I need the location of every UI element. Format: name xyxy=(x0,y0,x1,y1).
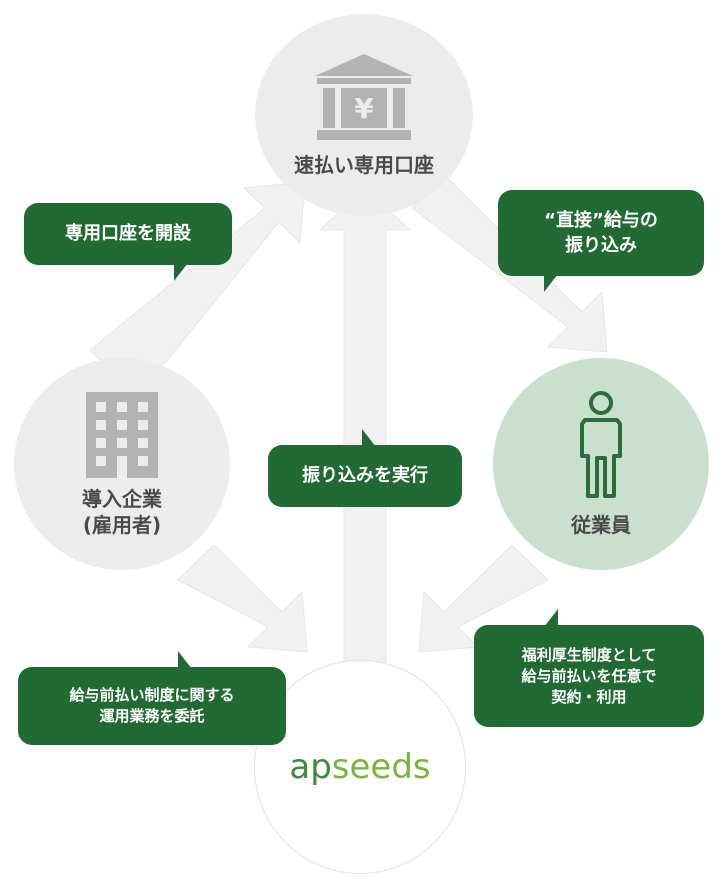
bubble-direct-transfer: “直接”給与の 振り込み xyxy=(498,190,704,292)
bank-account-node: ¥ 速払い専用口座 xyxy=(255,14,473,216)
svg-text:¥: ¥ xyxy=(354,92,374,125)
apseeds-logo-rest: seeds xyxy=(331,747,431,787)
bubble-contract-line2: 給与前払いを任意で xyxy=(521,666,657,685)
bank-yen-icon: ¥ xyxy=(315,54,413,140)
bubble-execute-transfer-text: 振り込みを実行 xyxy=(302,465,428,487)
employee-node: 従業員 xyxy=(493,358,709,570)
company-label: 導入企業 (雇用者) xyxy=(82,486,162,538)
bubble-contract-use: 福利厚生制度として 給与前払いを任意で 契約・利用 xyxy=(474,609,704,727)
bubble-open-account-text: 専用口座を開設 xyxy=(65,223,191,245)
bubble-tail xyxy=(174,263,188,281)
apseeds-node: apseeds xyxy=(254,660,466,874)
apseeds-logo-p: p xyxy=(310,747,332,787)
bubble-contract-line1: 福利厚生制度として xyxy=(521,645,657,664)
company-label-line1: 導入企業 xyxy=(82,487,162,511)
apseeds-logo-a: a xyxy=(289,747,311,787)
company-label-line2: (雇用者) xyxy=(82,513,162,537)
bubble-delegate-operations: 給与前払い制度に関する 運用業務を委託 xyxy=(18,651,286,745)
bubble-tail xyxy=(544,609,558,627)
bubble-execute-transfer: 振り込みを実行 xyxy=(268,429,462,507)
bubble-delegate-line1: 給与前払い制度に関する xyxy=(69,686,235,704)
arrow-apseeds-to-bank xyxy=(318,187,412,663)
bubble-direct-transfer-line1: “直接”給与の xyxy=(544,209,658,231)
arrow-company-to-apseeds xyxy=(177,544,308,653)
bubble-contract-line3: 契約・利用 xyxy=(551,687,627,706)
company-node: 導入企業 (雇用者) xyxy=(14,358,230,570)
employee-label: 従業員 xyxy=(571,513,631,537)
person-icon xyxy=(580,391,622,498)
bubble-delegate-line2: 運用業務を委託 xyxy=(99,707,205,725)
bubble-tail xyxy=(178,651,192,669)
bubble-tail xyxy=(544,274,558,292)
apseeds-logo: apseeds xyxy=(289,750,430,784)
bubble-direct-transfer-line2: 振り込み xyxy=(564,235,637,256)
bubble-open-account: 専用口座を開設 xyxy=(24,203,232,281)
office-building-icon xyxy=(86,392,158,478)
bubble-tail xyxy=(362,429,376,447)
arrow-employee-to-apseeds xyxy=(418,544,549,653)
bank-account-label: 速払い専用口座 xyxy=(294,153,434,177)
